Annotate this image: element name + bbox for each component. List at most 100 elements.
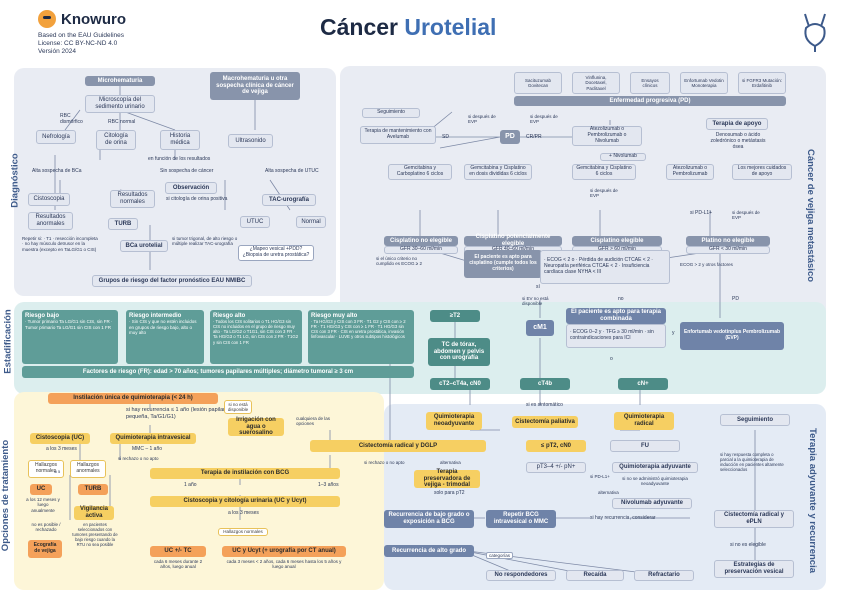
enfortumab-mono-box[interactable]: Enfortumab Vedotin Monoterapia — [680, 72, 728, 94]
cysto-cytology-box[interactable]: Cistoscopia y citología urinaria (UC y U… — [150, 496, 340, 507]
intravesical-chemo-box[interactable]: Quimioterapia intravesical — [110, 433, 196, 444]
after-evp-2: si después de EVP — [530, 114, 558, 125]
combination-criteria-box: · ECOG 0–2 y · TFG ≥ 30 ml/min · sin con… — [566, 324, 666, 348]
risk-groups-box[interactable]: Grupos de riesgo del factor pronóstico E… — [92, 275, 252, 287]
observation-box[interactable]: Observación — [165, 182, 217, 194]
pt3-pn-box[interactable]: pT3–4 +/- pN+ — [526, 462, 586, 473]
guidelines-note: Based on the EAU Guidelines — [38, 32, 124, 39]
cisplatin-criteria-box: · ECOG < 2 o · Pérdida de audición CTCAE… — [540, 250, 670, 284]
maintenance-box[interactable]: Terapia de mantenimiento con Avelumab — [360, 126, 436, 144]
uc-ucyt-box[interactable]: UC y Ucyt (+ urografía por CT anual) — [222, 546, 346, 557]
followup-adj-box[interactable]: Seguimiento — [720, 414, 790, 426]
atezolizumab-box[interactable]: Atezolizumab o Pembrolizumab o Nivolumab — [572, 126, 642, 146]
followup-meta-box[interactable]: Seguimiento — [362, 108, 420, 118]
non-responders-box[interactable]: No respondedores — [486, 570, 556, 581]
cis-ineligible-box[interactable]: Cisplatino no elegible — [384, 236, 458, 246]
uc-tc-box[interactable]: UC +/- TC — [150, 546, 206, 557]
ultrasound-box[interactable]: Ultrasonido — [228, 134, 273, 148]
normal-results-box[interactable]: Resultados normales — [110, 190, 155, 208]
normal-box[interactable]: Normal — [296, 216, 326, 228]
ct2-ct4a-box[interactable]: cT2–cT4a, cN0 — [430, 378, 490, 390]
best-support-box[interactable]: Los mejores cuidados de apoyo — [732, 164, 792, 180]
platinum-ineligible-box[interactable]: Platino no elegible — [686, 236, 770, 246]
neoadjuvant-chemo-box[interactable]: Quimioterapia neoadyuvante — [426, 412, 482, 430]
nephrology-box[interactable]: Nefrología — [36, 130, 76, 144]
pdl1-adj: si PD-L1+ — [590, 474, 610, 479]
irrigation-box[interactable]: Irrigación con agua o suerosalino — [228, 417, 284, 436]
clinical-trials-box[interactable]: Ensayos clínicos — [630, 72, 670, 94]
cn-plus-box[interactable]: cN+ — [618, 378, 668, 390]
high-grade-recurrence-box[interactable]: Recurrencia de alto grado — [384, 545, 474, 557]
supportive-therapy-box[interactable]: Terapia de apoyo — [706, 118, 768, 130]
gem-cis-box[interactable]: Gemcitabina y Cisplatino 6 ciclos — [572, 164, 636, 180]
risk-low-box[interactable]: Riesgo bajo · Tumor primario Ta LG/G1 si… — [22, 310, 118, 364]
fit-combination-box[interactable]: El paciente es apto para terapia combina… — [566, 308, 666, 324]
radical-chemo-box[interactable]: Quimioterapia radical — [614, 412, 674, 430]
plus-nivolumab-box[interactable]: + Nivolumab — [600, 153, 646, 161]
fu-box[interactable]: FU — [610, 440, 680, 452]
cystectomy-epln-box[interactable]: Cistectomía radical y ePLN — [714, 510, 794, 528]
not-available-box[interactable]: si no está disponible — [224, 400, 252, 414]
macrohematuria-box[interactable]: Macrohematuria u otra sospecha clínica d… — [210, 72, 300, 100]
bladder-ultrasound-box[interactable]: Ecografía de vejiga — [28, 540, 62, 558]
gem-carbo-box[interactable]: Gemcitabina y Carboplatino 6 ciclos — [388, 164, 452, 180]
progressive-disease-box[interactable]: Enfermedad progresiva (PD) — [514, 96, 786, 106]
refused-unfit-1: si rechazo o no apto — [118, 456, 159, 461]
palliative-cystectomy-box[interactable]: Cistectomía paliativa — [512, 416, 578, 428]
risk-intermediate-box[interactable]: Riesgo intermedio · Sin CIS y que no est… — [126, 310, 204, 364]
alternative-2: alternativa — [598, 490, 619, 495]
active-surveillance-box[interactable]: Vigilancia activa — [74, 506, 114, 520]
findings-abnormal-box[interactable]: Hallazgos anormales — [70, 460, 106, 478]
uc-box[interactable]: UC — [30, 484, 52, 495]
title-part-b: Urotelial — [404, 14, 497, 40]
evp-box[interactable]: Enfortumab vedotinplus Pembrolizumab (EV… — [680, 322, 784, 350]
turb-box[interactable]: TURB — [108, 218, 138, 230]
cis-eligible-box[interactable]: Cisplatino elegible — [572, 236, 662, 246]
bcg-instillation-box[interactable]: Terapia de instilación con BCG — [150, 468, 340, 479]
cystoscopy-box[interactable]: Cistoscopia — [28, 193, 70, 206]
repeat-bcg-box[interactable]: Repetir BCG intravesical o MMC — [486, 510, 556, 528]
fit-cisplatin-box[interactable]: El paciente es apto para cisplatino (cum… — [464, 250, 542, 278]
gem-cis-split-box[interactable]: Gemcitabina y Cisplatino en dosis dividi… — [464, 164, 532, 180]
surveillance-desc: en pacientes seleccionados con tumores p… — [72, 522, 118, 548]
ct-chest-box[interactable]: TC de tórax, abdomen y pelvis con urogra… — [428, 338, 490, 366]
urine-cytology-box[interactable]: Citología de orina — [96, 130, 136, 150]
low-grade-recurrence-box[interactable]: Recurrencia de bajo grado o exposición a… — [384, 510, 474, 528]
nivolumab-adj-box[interactable]: Nivolumab adyuvante — [612, 498, 692, 509]
trimodal-box[interactable]: Terapia preservadora de vejiga - trimoda… — [414, 469, 480, 488]
brand-name[interactable]: Knowuro — [61, 11, 126, 28]
findings-normal-box[interactable]: Hallazgos normales — [28, 460, 64, 478]
vinflunine-box[interactable]: Vinflunina, Docetaxel, Paclitaxel — [572, 72, 620, 94]
response-note: si hay respuesta completa o parcial a la… — [720, 452, 784, 473]
sacituzumab-box[interactable]: Sacituzumab Govitecan — [514, 72, 562, 94]
bladder-mapping-box[interactable]: ¿Mapeo vesical +PDD? ¿Biopsia de uretra … — [238, 245, 314, 261]
utuc-box[interactable]: UTUC — [240, 216, 270, 228]
single-instillation-box[interactable]: Instilación única de quimioterapia (< 24… — [48, 393, 218, 404]
bladder-preservation-box[interactable]: Estrategias de preservación vesical — [714, 560, 794, 578]
adjuvant-chemo-box[interactable]: Quimioterapia adyuvante — [612, 462, 698, 473]
fgfr3-box[interactable]: si FGFR3 Mutación: Erdafitinib — [738, 72, 786, 94]
turb-treatment-box[interactable]: TURB — [78, 484, 108, 495]
atezo-pembro-box[interactable]: Atezolizumab o Pembrolizumab — [666, 164, 714, 180]
risk-high-box[interactable]: Riesgo alto · Todos los CIS solitarios o… — [210, 310, 302, 364]
t2-box[interactable]: ≥T2 — [430, 310, 480, 322]
risk-low-desc: · Tumor primario Ta LG/G1 sin CIS, sin F… — [25, 319, 113, 330]
refractory-box[interactable]: Refractario — [634, 570, 694, 581]
medical-history-box[interactable]: Historia médica — [160, 130, 200, 150]
ct-urography-box[interactable]: TAC-urografía — [262, 194, 316, 206]
cystoscopy-uc-box[interactable]: Cistoscopia (UC) — [30, 433, 90, 444]
abnormal-results-box[interactable]: Resultados anormales — [28, 212, 73, 230]
pt2-cn0-box[interactable]: ≤ pT2, cN0 — [526, 440, 586, 452]
cis-potential-box[interactable]: Cisplatino potencialmente elegible — [464, 234, 562, 247]
pd-node[interactable]: PD — [500, 130, 520, 144]
three-months-2: a los 3 meses — [228, 510, 259, 516]
urine-sediment-box[interactable]: Microscopía del sedimento urinario — [85, 95, 155, 113]
ct4b-box[interactable]: cT4b — [520, 378, 570, 390]
relapse-box[interactable]: Recaída — [566, 570, 624, 581]
radical-cystectomy-box[interactable]: Cistectomía radical y DGLP — [310, 440, 486, 452]
cm1-node[interactable]: cM1 — [526, 320, 554, 336]
microhematuria-box[interactable]: Microhematuria — [85, 76, 155, 86]
normal-findings-box[interactable]: Hallazgos normales — [218, 528, 268, 536]
urothelial-bca-box[interactable]: BCa urotelial — [120, 240, 168, 252]
risk-very-high-box[interactable]: Riesgo muy alto · Ta HG/G3 y CIS con 3 F… — [308, 310, 414, 364]
